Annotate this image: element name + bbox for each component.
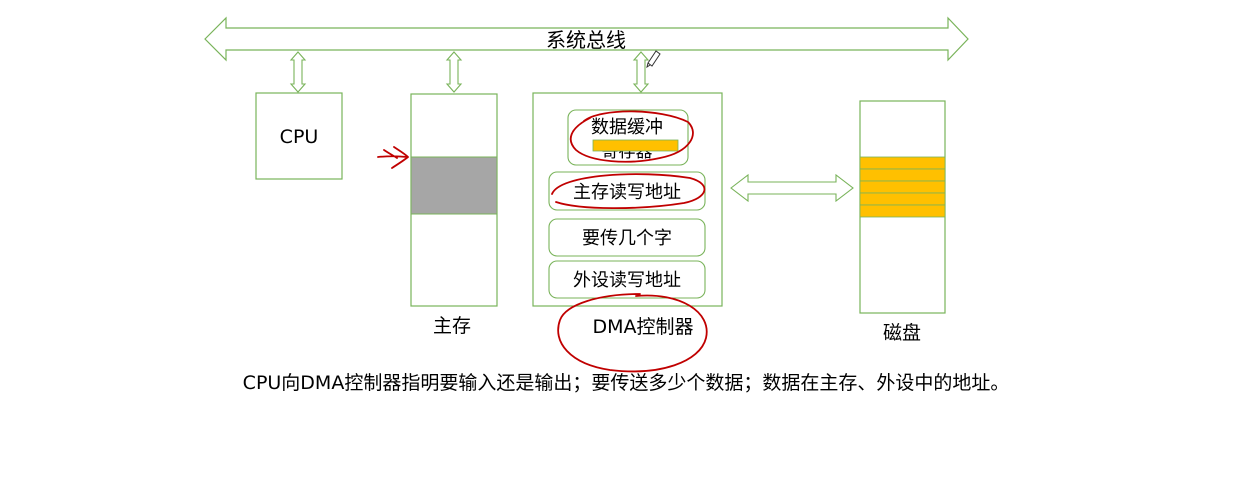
diagram-caption: CPU向DMA控制器指明要输入还是输出；要传送多少个数据；数据在主存、外设中的地… (242, 372, 1010, 394)
system-bus-arrow (204, 16, 969, 62)
memory-address-label: 主存读写地址 (573, 182, 681, 203)
device-address-label: 外设读写地址 (573, 270, 681, 291)
word-count-register (548, 218, 706, 257)
dma-bus-connector (632, 51, 650, 93)
annotation-arrow-to-memory (377, 146, 409, 169)
memory-bus-connector (445, 51, 463, 93)
device-address-register (548, 260, 706, 299)
memory-data-block (410, 156, 498, 215)
pen-cursor-icon (646, 50, 661, 69)
disk-label: 磁盘 (883, 322, 921, 344)
dma-controller-label: DMA控制器 (592, 316, 693, 338)
red-annotations (377, 110, 708, 373)
cpu-label: CPU (280, 126, 319, 148)
dma-disk-arrow (730, 173, 854, 203)
annotation-circle-memory-address (551, 173, 706, 210)
system-bus-label: 系统总线 (546, 28, 626, 52)
cpu-bus-connector (289, 51, 307, 93)
word-count-label: 要传几个字 (582, 228, 672, 249)
buffer-data-bar (592, 139, 679, 152)
data-buffer-label: 数据缓冲 (591, 117, 663, 138)
disk-data-blocks (859, 156, 946, 218)
annotation-circle-dma-label (557, 293, 708, 373)
main-memory-label: 主存 (433, 315, 471, 337)
cpu-box (255, 92, 343, 180)
annotation-circle-buffer (569, 110, 694, 163)
